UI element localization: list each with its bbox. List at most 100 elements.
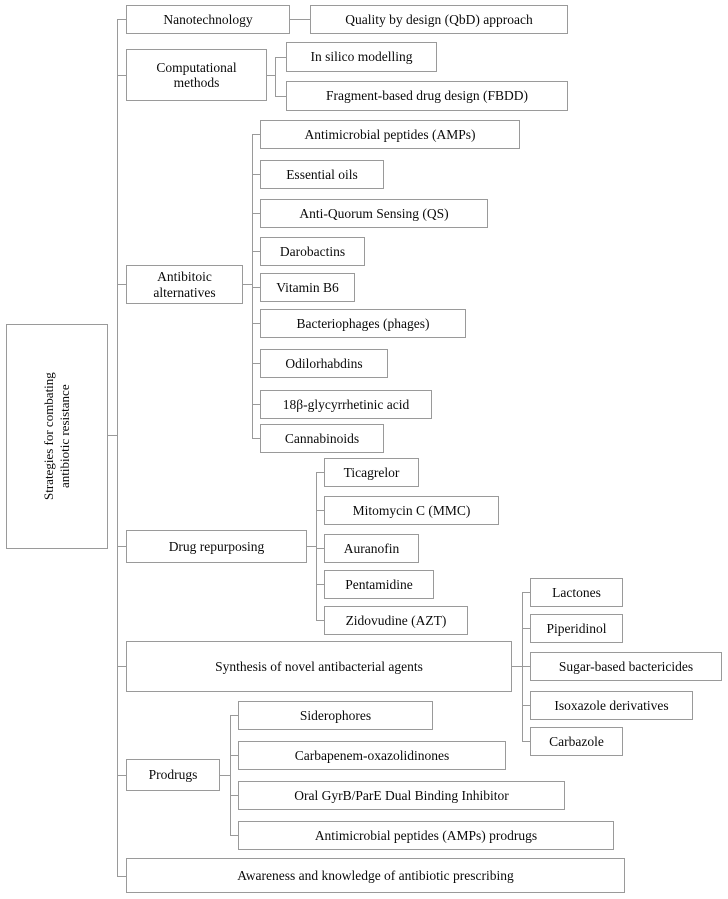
node-computational-methods[interactable]: Computational methods <box>126 49 267 101</box>
node-label-bacteriophages: Bacteriophages (phages) <box>296 315 430 331</box>
node-amps-prodrugs[interactable]: Antimicrobial peptides (AMPs) prodrugs <box>238 821 614 850</box>
root-node-label: Strategies for combating antibiotic resi… <box>40 372 72 501</box>
connector-trunk-prodrugs <box>117 775 126 776</box>
connector-prod-amps <box>230 835 238 836</box>
connector-computational-in-silico <box>275 57 286 58</box>
connector-alt-bacteriophages <box>252 323 260 324</box>
node-label-anti-quorum-sensing: Anti-Quorum Sensing (QS) <box>299 205 449 221</box>
node-label-fbdd: Fragment-based drug design (FBDD) <box>325 88 529 104</box>
node-ticagrelor[interactable]: Ticagrelor <box>324 458 419 487</box>
node-label-ticagrelor: Ticagrelor <box>343 464 400 480</box>
node-zidovudine[interactable]: Zidovudine (AZT) <box>324 606 468 635</box>
connector-computational-spine <box>275 57 276 96</box>
connector-prod-siderophores <box>230 715 238 716</box>
node-label-in-silico-modelling: In silico modelling <box>310 49 413 65</box>
connector-root-stub <box>108 435 118 436</box>
node-fbdd[interactable]: Fragment-based drug design (FBDD) <box>286 81 568 111</box>
connector-trunk-synthesis <box>117 666 126 667</box>
connector-alt-vitamin-b6 <box>252 287 260 288</box>
connector-antibiotic-alternatives-spine <box>252 134 253 438</box>
node-amps[interactable]: Antimicrobial peptides (AMPs) <box>260 120 520 149</box>
connector-synth-sugar <box>522 666 530 667</box>
node-label-pentamidine: Pentamidine <box>345 576 413 592</box>
node-label-odilorhabdins: Odilorhabdins <box>285 355 363 371</box>
connector-drug-pentamidine <box>316 584 324 585</box>
node-pentamidine[interactable]: Pentamidine <box>324 570 434 599</box>
connector-prod-carbapenem <box>230 755 238 756</box>
connector-antibiotic-alternatives-stub <box>243 284 252 285</box>
connector-trunk-awareness <box>117 876 126 877</box>
connector-drug-auranofin <box>316 548 324 549</box>
node-glycyrrhetinic-acid[interactable]: 18β-glycyrrhetinic acid <box>260 390 432 419</box>
connector-main-trunk <box>117 19 118 876</box>
connector-computational-stub <box>267 75 275 76</box>
connector-trunk-nanotechnology <box>117 19 126 20</box>
connector-drug-repurposing-spine <box>316 472 317 620</box>
connector-drug-mitomycin <box>316 510 324 511</box>
connector-prodrugs-spine <box>230 715 231 835</box>
node-synthesis-novel-antibacterial-agents[interactable]: Synthesis of novel antibacterial agents <box>126 641 512 692</box>
node-label-drug-repurposing: Drug repurposing <box>168 538 265 554</box>
connector-alt-darobactins <box>252 251 260 252</box>
connector-synth-lactones <box>522 592 530 593</box>
connector-alt-cannabinoids <box>252 438 260 439</box>
connector-synth-carbazole <box>522 741 530 742</box>
node-cannabinoids[interactable]: Cannabinoids <box>260 424 384 453</box>
root-node-strategies[interactable]: Strategies for combating antibiotic resi… <box>6 324 108 549</box>
connector-synthesis-stub <box>512 666 522 667</box>
node-oral-gyrb-pare[interactable]: Oral GyrB/ParE Dual Binding Inhibitor <box>238 781 565 810</box>
connector-alt-amps <box>252 134 260 135</box>
node-quality-by-design[interactable]: Quality by design (QbD) approach <box>310 5 568 34</box>
node-lactones[interactable]: Lactones <box>530 578 623 607</box>
node-label-oral-gyrb-pare: Oral GyrB/ParE Dual Binding Inhibitor <box>294 787 509 803</box>
connector-trunk-antibiotic-alternatives <box>117 284 126 285</box>
node-odilorhabdins[interactable]: Odilorhabdins <box>260 349 388 378</box>
connector-alt-glycyrrhetinic <box>252 404 260 405</box>
node-bacteriophages[interactable]: Bacteriophages (phages) <box>260 309 466 338</box>
node-antibiotic-alternatives[interactable]: Antibitoic alternatives <box>126 265 243 304</box>
node-label-siderophores: Siderophores <box>299 707 372 723</box>
node-siderophores[interactable]: Siderophores <box>238 701 433 730</box>
node-label-nanotechnology: Nanotechnology <box>163 11 253 27</box>
node-label-glycyrrhetinic-acid: 18β-glycyrrhetinic acid <box>282 396 410 412</box>
connector-nanotechnology-qbd <box>290 19 310 20</box>
node-awareness-knowledge[interactable]: Awareness and knowledge of antibiotic pr… <box>126 858 625 893</box>
connector-synth-piperidinol <box>522 628 530 629</box>
node-label-sugar-based-bactericides: Sugar-based bactericides <box>558 658 694 674</box>
node-carbazole[interactable]: Carbazole <box>530 727 623 756</box>
node-label-cannabinoids: Cannabinoids <box>284 430 360 446</box>
node-auranofin[interactable]: Auranofin <box>324 534 419 563</box>
node-label-auranofin: Auranofin <box>343 540 400 556</box>
node-prodrugs[interactable]: Prodrugs <box>126 759 220 791</box>
node-label-isoxazole-derivatives: Isoxazole derivatives <box>554 697 669 713</box>
node-mitomycin-c[interactable]: Mitomycin C (MMC) <box>324 496 499 525</box>
node-darobactins[interactable]: Darobactins <box>260 237 365 266</box>
node-label-computational-methods: Computational methods <box>156 59 237 90</box>
node-nanotechnology[interactable]: Nanotechnology <box>126 5 290 34</box>
node-in-silico-modelling[interactable]: In silico modelling <box>286 42 437 72</box>
node-label-quality-by-design: Quality by design (QbD) approach <box>345 11 533 27</box>
node-label-awareness-knowledge: Awareness and knowledge of antibiotic pr… <box>237 867 514 883</box>
connector-computational-fbdd <box>275 96 286 97</box>
node-label-zidovudine: Zidovudine (AZT) <box>345 612 447 628</box>
node-drug-repurposing[interactable]: Drug repurposing <box>126 530 307 563</box>
node-vitamin-b6[interactable]: Vitamin B6 <box>260 273 355 302</box>
node-label-piperidinol: Piperidinol <box>546 620 607 636</box>
node-isoxazole-derivatives[interactable]: Isoxazole derivatives <box>530 691 693 720</box>
node-label-darobactins: Darobactins <box>279 243 346 259</box>
connector-drug-zidovudine <box>316 620 324 621</box>
connector-prod-gyrb <box>230 795 238 796</box>
node-carbapenem-oxazolidinones[interactable]: Carbapenem-oxazolidinones <box>238 741 506 770</box>
node-piperidinol[interactable]: Piperidinol <box>530 614 623 643</box>
node-label-prodrugs: Prodrugs <box>148 767 198 783</box>
node-label-antibiotic-alternatives: Antibitoic alternatives <box>153 269 216 300</box>
node-sugar-based-bactericides[interactable]: Sugar-based bactericides <box>530 652 722 681</box>
node-label-lactones: Lactones <box>552 584 601 600</box>
node-essential-oils[interactable]: Essential oils <box>260 160 384 189</box>
node-anti-quorum-sensing[interactable]: Anti-Quorum Sensing (QS) <box>260 199 488 228</box>
node-label-synthesis: Synthesis of novel antibacterial agents <box>215 658 423 674</box>
connector-alt-essential-oils <box>252 174 260 175</box>
node-label-vitamin-b6: Vitamin B6 <box>276 279 339 295</box>
connector-drug-repurposing-stub <box>307 546 316 547</box>
